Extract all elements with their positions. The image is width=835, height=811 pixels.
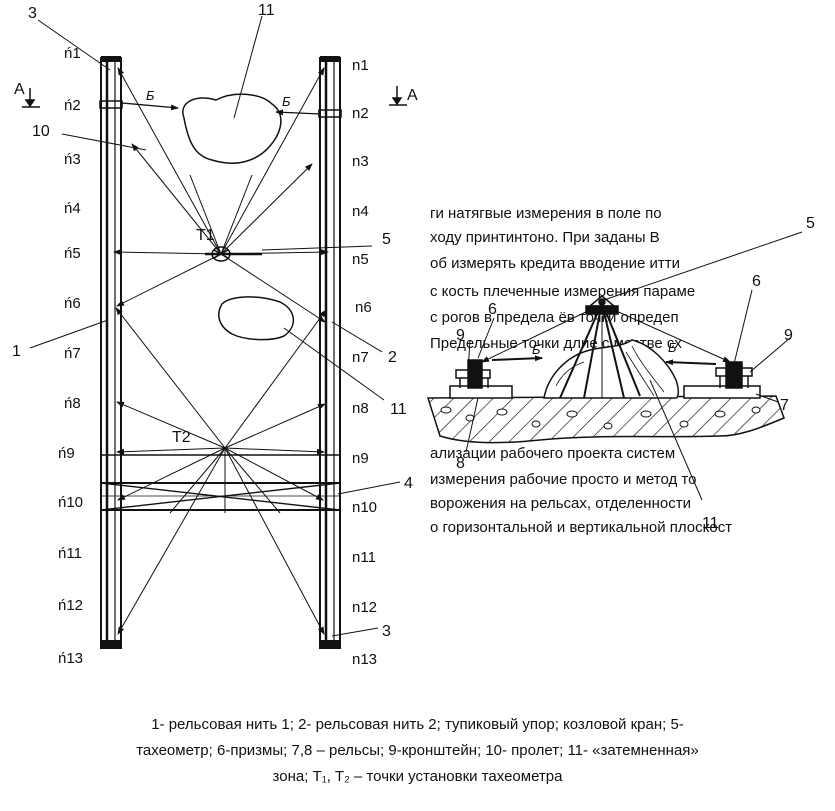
right-point-labels: n1 n2 n3 n4 n5 n6 n7 n8 n9 n10 n11 n12 n… — [352, 57, 377, 668]
background-text-line: измерения рабочие просто и метод то — [430, 471, 696, 488]
left-point-n6: ń6 — [64, 295, 81, 312]
figure-caption: 1- рельсовая нить 1; 2- рельсовая нить 2… — [30, 712, 805, 790]
beam-label-right: Б — [282, 94, 291, 109]
section-callout-8: 8 — [456, 455, 465, 472]
callout-2: 2 — [388, 349, 397, 366]
callout-5-plan: 5 — [382, 231, 391, 248]
station-label-t1: T1 — [196, 227, 215, 244]
left-point-n8: ń8 — [64, 395, 81, 412]
section-callout-6-left: 6 — [488, 301, 497, 318]
callout-10: 10 — [32, 123, 50, 140]
background-text-line: ализации рабочего проекта систем — [430, 445, 675, 462]
tacheometer-section — [585, 295, 619, 315]
rail-thread-1 — [100, 57, 122, 649]
section-beam-label-right: Б — [668, 340, 677, 355]
ground — [426, 395, 785, 444]
caption-line-2: тахеометр; 6-призмы; 7,8 – рельсы; 9-кро… — [136, 742, 699, 759]
section-callout-11: 11 — [702, 515, 719, 532]
section-marks — [22, 86, 407, 108]
leader-lines-section — [465, 231, 803, 501]
dark-zone-mid — [218, 296, 294, 341]
background-text-line: об измерять кредита вводение итти — [430, 255, 680, 272]
left-point-n1: ń1 — [64, 45, 81, 62]
right-point-n12: n12 — [352, 599, 377, 616]
left-point-n5: ń5 — [64, 245, 81, 262]
background-text-line: ворожения на рельсах, отделенности — [430, 495, 691, 512]
callout-3-top: 3 — [28, 5, 37, 22]
section-callout-9-right: 9 — [784, 327, 793, 344]
dark-zone-top — [182, 93, 282, 164]
left-point-labels: ń1 ń2 ń3 ń4 ń5 ń6 ń7 ń8 ń9 ń10 ń11 ń12 ń… — [58, 45, 83, 667]
section-label-right: A — [407, 87, 418, 104]
section-labels: 5 6 6 9 9 7 8 11 Б Б — [456, 215, 815, 532]
rail-thread-2 — [319, 57, 341, 649]
mound-texture — [555, 345, 665, 397]
right-point-n3: n3 — [352, 153, 369, 170]
callout-3-bottom: 3 — [382, 623, 391, 640]
left-point-n4: ń4 — [64, 200, 81, 217]
left-point-n10: ń10 — [58, 494, 83, 511]
survey-diagram: ги натягвые измерения в поле по ходу прин… — [12, 2, 815, 668]
right-point-n10: n10 — [352, 499, 377, 516]
left-point-n2: ń2 — [64, 97, 81, 114]
right-point-n6: n6 — [355, 299, 372, 316]
sight-lines-t2 — [115, 307, 327, 635]
right-point-n7: n7 — [352, 349, 369, 366]
gantry-crane — [100, 454, 341, 511]
plan-view: ń1 ń2 ń3 ń4 ń5 ń6 ń7 ń8 ń9 ń10 ń11 ń12 ń… — [12, 2, 418, 668]
left-point-n13: ń13 — [58, 650, 83, 667]
background-text: ги натягвые измерения в поле по ходу прин… — [430, 205, 732, 536]
right-point-n9: n9 — [352, 450, 369, 467]
tacheometer-t1 — [211, 246, 231, 262]
obstacle-mound — [543, 339, 680, 399]
right-point-n13: n13 — [352, 651, 377, 668]
left-point-n12: ń12 — [58, 597, 83, 614]
background-text-line: с рогов в предела ёв точки опредеп — [430, 309, 679, 326]
callout-1: 1 — [12, 343, 21, 360]
bracket-right — [715, 361, 753, 389]
section-view: 5 6 6 9 9 7 8 11 Б Б — [426, 215, 815, 532]
background-text-line: ходу принтинтоно. При заданы В — [430, 229, 660, 246]
left-point-n3: ń3 — [64, 151, 81, 168]
caption-line-3: зона; T₁, T₂ – точки установки тахеометр… — [272, 768, 563, 785]
background-text-line: с кость плеченные измерения параме — [430, 283, 695, 300]
bracket-left — [455, 359, 491, 389]
right-point-n2: n2 — [352, 105, 369, 122]
section-callout-7: 7 — [780, 397, 789, 414]
section-callout-9-left: 9 — [456, 327, 465, 344]
right-point-n5: n5 — [352, 251, 369, 268]
station-label-t2: T2 — [172, 429, 191, 446]
caption-line-1: 1- рельсовая нить 1; 2- рельсовая нить 2… — [151, 716, 684, 733]
beam-label-left: Б — [146, 88, 155, 103]
section-callout-5: 5 — [806, 215, 815, 232]
callout-4: 4 — [404, 475, 413, 492]
plan-labels: A A Б Б T1 T2 3 11 10 1 5 2 11 4 3 — [12, 2, 418, 640]
sight-lines-t1 — [113, 67, 329, 323]
right-point-n1: n1 — [352, 57, 369, 74]
callout-11-mid: 11 — [390, 401, 407, 418]
dead-end-stops — [101, 56, 340, 648]
leader-lines — [29, 15, 401, 637]
sight-lines-section — [481, 309, 731, 366]
background-text-line: ги натягвые измерения в поле по — [430, 205, 662, 222]
right-point-n4: n4 — [352, 203, 369, 220]
beam-arrows-b — [121, 102, 321, 116]
rails-section — [449, 385, 761, 399]
right-point-n8: n8 — [352, 400, 369, 417]
left-point-n11: ń11 — [58, 545, 82, 562]
right-point-n11: n11 — [352, 549, 376, 566]
background-text-line: о горизонтальной и вертикальной плоскост — [430, 519, 732, 536]
section-beam-label-left: Б — [532, 342, 541, 357]
section-callout-6-right: 6 — [752, 273, 761, 290]
left-point-n9: ń9 — [58, 445, 75, 462]
left-point-n7: ń7 — [64, 345, 81, 362]
callout-11-top: 11 — [258, 2, 275, 19]
tripod — [559, 311, 641, 399]
section-label-left: A — [14, 81, 25, 98]
